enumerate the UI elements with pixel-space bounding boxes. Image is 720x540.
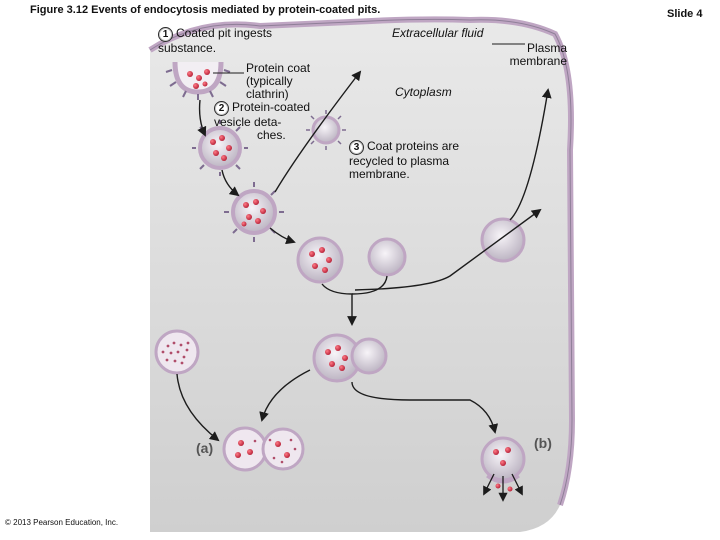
extracellular-label: Extracellular fluid — [392, 26, 484, 40]
arrow-branch-b — [351, 381, 499, 434]
slide-label: Slide 4 — [667, 8, 703, 20]
figure-title: Figure 3.12 Events of endocytosis mediat… — [30, 4, 381, 16]
step-1-line1: Coated pit ingests — [176, 26, 273, 40]
plasma-membrane-line1: Plasma — [526, 41, 567, 55]
cytoplasm-region — [150, 19, 572, 533]
step-2-line2: vesicle deta- — [214, 115, 282, 129]
fusing-vesicles — [312, 333, 388, 383]
arrow-lysosome-down — [176, 373, 220, 442]
protein-coat-line3: clathrin) — [246, 87, 289, 101]
panel-a-label: (a) — [196, 440, 214, 456]
step-1-number: 1 — [158, 27, 173, 42]
arrow-branch-a — [259, 369, 311, 422]
plasma-membrane-label: Plasma membrane — [497, 42, 567, 68]
step-3-line3: membrane. — [349, 167, 410, 181]
arrow-vesicle-down — [221, 169, 240, 197]
arrow-merge-down — [321, 283, 357, 326]
arrow-pit-to-vesicle — [197, 99, 207, 137]
step-2-line3: ches. — [257, 128, 286, 142]
step-3-number: 3 — [349, 140, 364, 155]
step-2-line1: Protein-coated — [232, 100, 311, 114]
step-3-line1: Coat proteins are — [367, 139, 460, 153]
copyright: © 2013 Pearson Education, Inc. — [5, 518, 119, 527]
plasma-membrane-line2: membrane — [509, 54, 567, 68]
protein-coat-line1: Protein coat — [246, 61, 311, 75]
cytoplasm-label: Cytoplasm — [395, 85, 452, 99]
coated-pit — [165, 61, 231, 100]
panel-b-label: (b) — [534, 435, 552, 451]
coated-vesicle-detaching — [192, 120, 248, 176]
exocytosis-pit — [480, 436, 526, 502]
step-2-number: 2 — [214, 101, 229, 116]
step-1-line2: substance. — [158, 41, 217, 55]
endosome-vesicle — [367, 237, 407, 277]
arrow-to-membrane — [509, 88, 552, 221]
uncoated-vesicle — [296, 236, 344, 284]
arrow-to-uncoated — [269, 227, 296, 245]
recycling-vesicle — [480, 217, 526, 263]
arrow-coat-recycled — [274, 70, 362, 193]
lysosome-fusion — [222, 426, 305, 472]
lysosome — [154, 329, 200, 375]
protein-coat-label: Protein coat (typically clathrin) — [246, 62, 310, 101]
protein-coat-line2: (typically — [246, 74, 293, 88]
step-3-line2: recycled to plasma — [349, 154, 450, 168]
